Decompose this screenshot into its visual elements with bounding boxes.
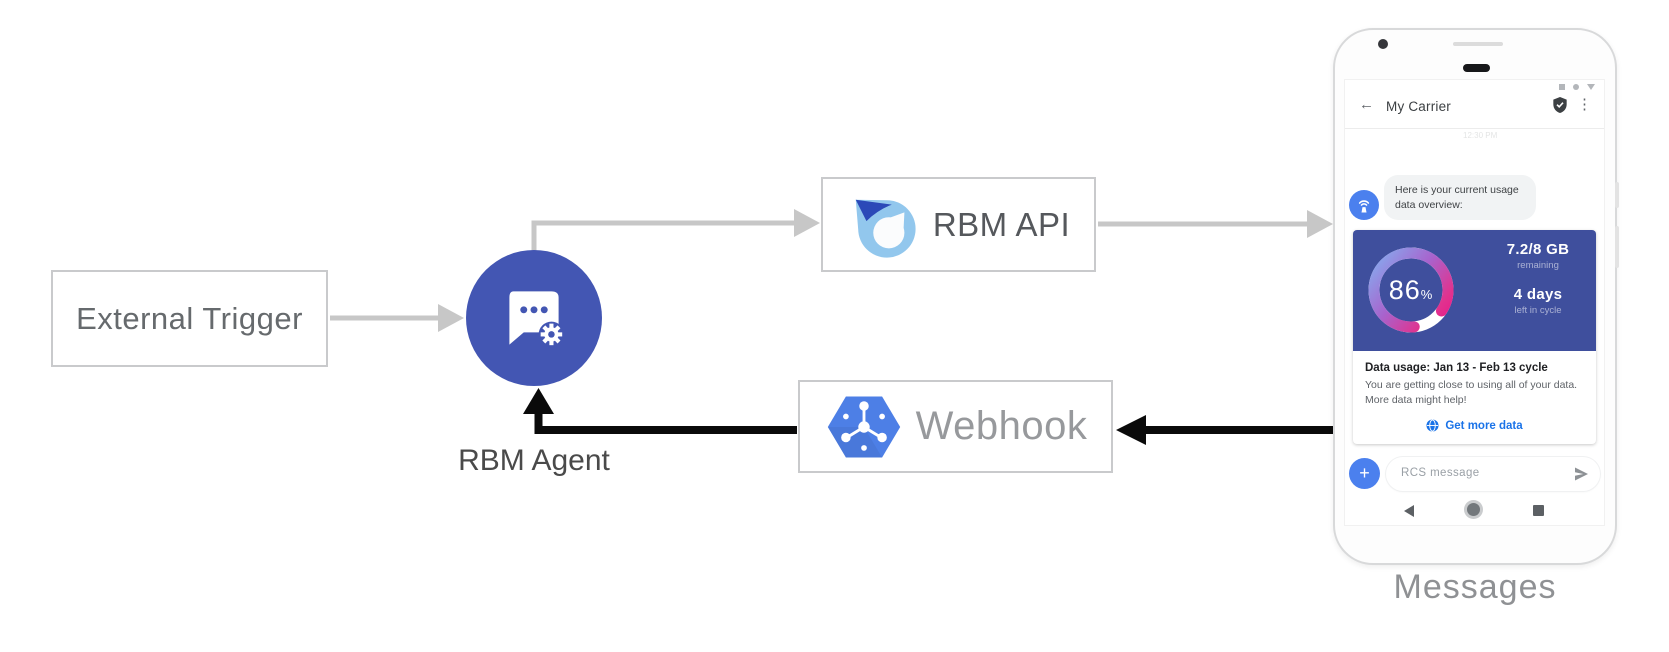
front-camera-icon [1378, 39, 1388, 49]
earpiece-speaker [1463, 64, 1490, 72]
usage-summary: 7.2/8 GB remaining 4 days left in cycle [1486, 241, 1590, 316]
external-trigger-node: External Trigger [51, 270, 328, 367]
volume-button[interactable] [1615, 226, 1619, 268]
rcs-message-input[interactable]: RCS message [1386, 457, 1600, 491]
conversation-title: My Carrier [1386, 99, 1451, 114]
rbm-api-logo-icon [855, 199, 916, 258]
data-remaining-label: remaining [1517, 260, 1559, 271]
status-bar [1559, 84, 1595, 90]
chat-gear-icon [509, 291, 565, 348]
gear-icon [538, 321, 565, 348]
header-divider [1345, 128, 1604, 129]
agent-avatar [1349, 190, 1379, 220]
days-left-label: left in cycle [1514, 305, 1562, 316]
signal-icon [1559, 84, 1565, 90]
usage-percent: 86% [1388, 274, 1434, 305]
nav-home-button[interactable] [1467, 503, 1480, 516]
nav-back-button[interactable] [1404, 505, 1414, 517]
overflow-menu-icon[interactable]: ⋮ [1577, 96, 1592, 113]
antenna-icon [1358, 200, 1370, 213]
phone-caption: Messages [1393, 568, 1557, 606]
power-button[interactable] [1615, 182, 1619, 208]
usage-gauge-card: 86% 7.2/8 GB remaining 4 days left in cy… [1353, 230, 1596, 351]
wifi-icon [1573, 84, 1579, 90]
usage-gauge-icon [1368, 247, 1454, 333]
timestamp: 12:30 PM [1463, 131, 1498, 140]
usage-rich-card: 86% 7.2/8 GB remaining 4 days left in cy… [1353, 230, 1596, 445]
rbm-api-node: RBM API [821, 177, 1096, 272]
external-trigger-label: External Trigger [76, 300, 303, 336]
attach-plus-button[interactable]: + [1349, 458, 1380, 489]
battery-icon [1587, 84, 1595, 90]
rbm-api-label: RBM API [932, 205, 1071, 243]
usage-info-body: You are getting close to using all of yo… [1365, 379, 1578, 407]
top-speaker-slot [1453, 42, 1503, 46]
webhook-pubsub-icon [827, 396, 900, 457]
send-icon[interactable] [1573, 466, 1589, 482]
back-arrow-icon[interactable]: ← [1359, 96, 1374, 113]
agent-message-bubble: Here is your current usage data overview… [1384, 175, 1536, 221]
usage-info-card: Data usage: Jan 13 - Feb 13 cycle You ar… [1353, 351, 1596, 444]
nav-recents-button[interactable] [1533, 505, 1544, 516]
data-remaining-value: 7.2/8 GB [1506, 241, 1570, 258]
usage-info-title: Data usage: Jan 13 - Feb 13 cycle [1365, 362, 1548, 374]
rbm-agent-label: RBM Agent [458, 444, 610, 477]
get-more-data-button[interactable]: Get more data [1365, 419, 1584, 432]
globe-icon [1426, 419, 1439, 432]
phone-screen: ← My Carrier ⋮ 12:30 PM Here is your cur… [1345, 80, 1604, 525]
rcs-input-placeholder: RCS message [1401, 467, 1480, 479]
phone-mockup: ← My Carrier ⋮ 12:30 PM Here is your cur… [1333, 28, 1619, 565]
webhook-node: Webhook [798, 380, 1113, 473]
days-left-value: 4 days [1513, 286, 1563, 303]
rbm-agent-node [466, 250, 602, 386]
verified-shield-icon [1553, 97, 1567, 113]
webhook-label: Webhook [915, 404, 1088, 448]
